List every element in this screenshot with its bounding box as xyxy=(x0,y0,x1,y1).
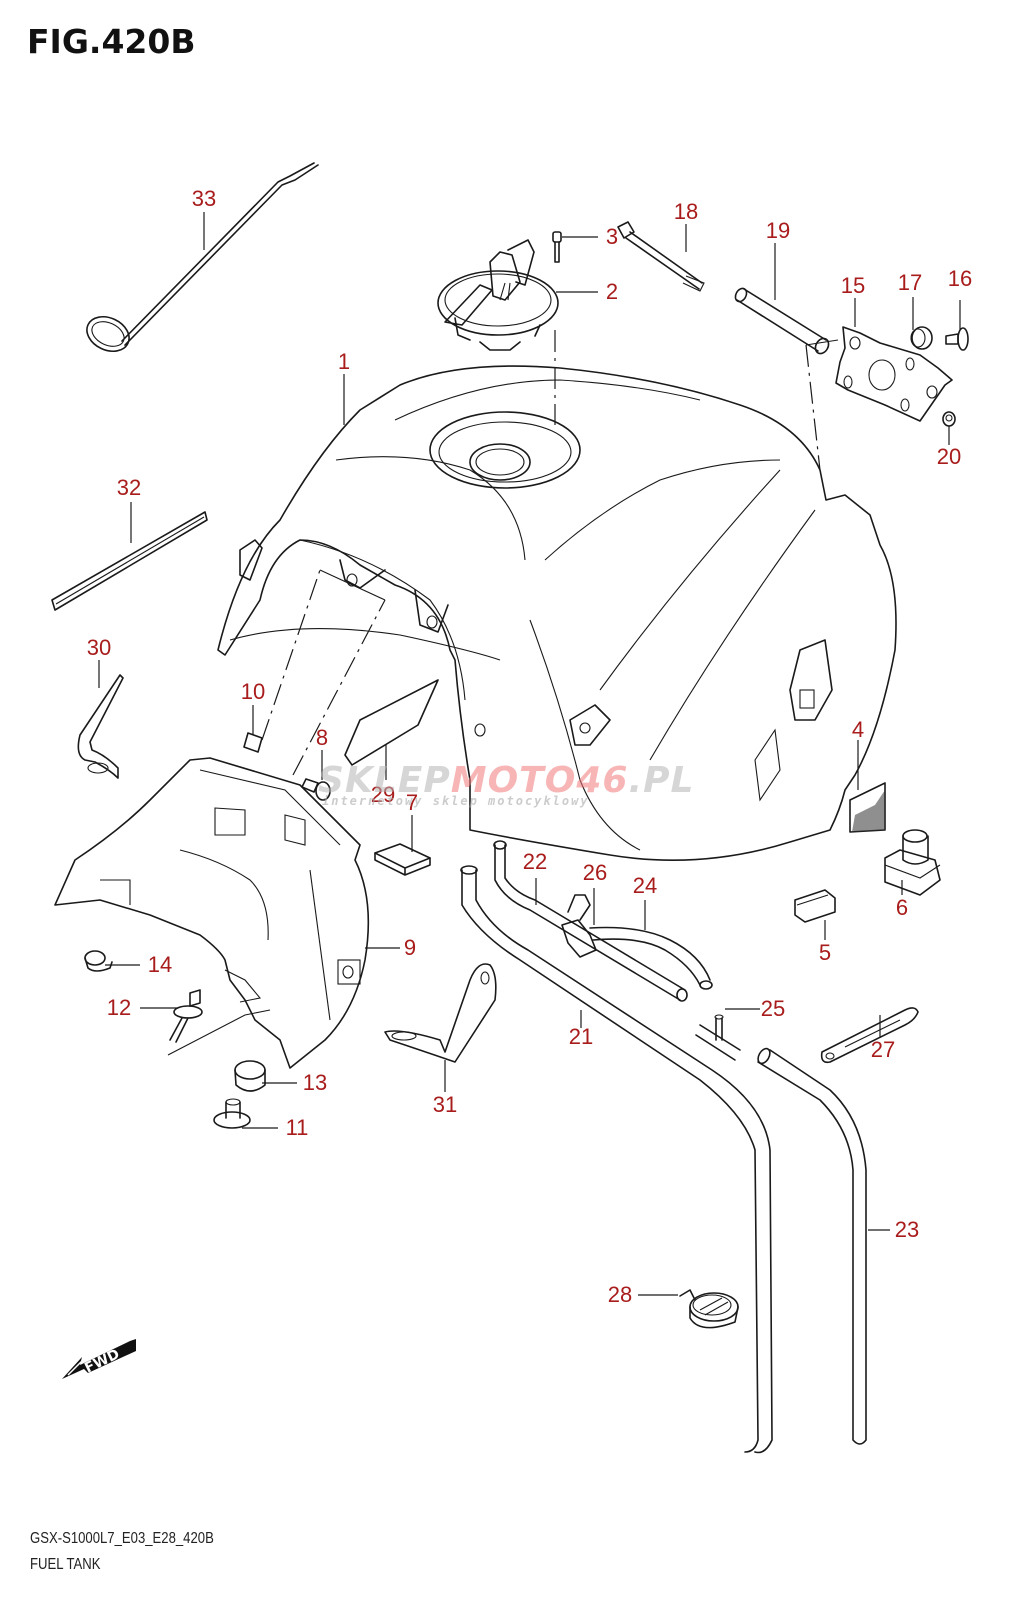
callout-8[interactable]: 8 xyxy=(315,725,329,750)
callout-7[interactable]: 7 xyxy=(405,790,419,815)
callout-25[interactable]: 25 xyxy=(760,996,786,1021)
part-bolt-washer[interactable] xyxy=(169,989,203,1043)
part-nut-rear[interactable] xyxy=(942,411,956,427)
callout-3[interactable]: 3 xyxy=(605,224,619,249)
assembly-line xyxy=(805,339,839,346)
callout-11[interactable]: 11 xyxy=(285,1115,309,1140)
figure-title: FIG.420B xyxy=(27,22,196,61)
callout-24[interactable]: 24 xyxy=(632,873,658,898)
part-fuel-tank[interactable] xyxy=(217,365,897,862)
callout-13[interactable]: 13 xyxy=(302,1070,328,1095)
leader-lines xyxy=(98,212,961,1296)
model-code: GSX-S1000L7_E03_E28_420B xyxy=(30,1530,214,1547)
part-cushion-small[interactable] xyxy=(794,889,836,923)
callout-17[interactable]: 17 xyxy=(897,270,923,295)
part-sheet[interactable] xyxy=(344,679,439,766)
part-cushion-rear[interactable] xyxy=(910,326,933,350)
part-fuel-cap[interactable] xyxy=(437,239,559,351)
callout-6[interactable]: 6 xyxy=(895,895,909,920)
callout-2[interactable]: 2 xyxy=(605,279,619,304)
part-long-bolt[interactable] xyxy=(617,221,705,292)
forward-arrow-icon: FWD xyxy=(62,1339,136,1379)
assembly-line xyxy=(805,344,821,471)
callout-28[interactable]: 28 xyxy=(607,1282,633,1307)
part-spacer-tube[interactable] xyxy=(733,286,831,355)
part-cap-bolt[interactable] xyxy=(552,231,562,263)
callout-1[interactable]: 1 xyxy=(337,349,351,374)
part-grommet-small[interactable] xyxy=(84,950,113,972)
assembly-line xyxy=(261,569,321,741)
section-name: FUEL TANK xyxy=(30,1556,101,1573)
part-stay[interactable] xyxy=(384,963,497,1063)
callout-15[interactable]: 15 xyxy=(840,273,866,298)
callout-29[interactable]: 29 xyxy=(370,782,396,807)
callout-18[interactable]: 18 xyxy=(673,199,699,224)
callout-27[interactable]: 27 xyxy=(870,1037,896,1062)
part-trim-strip[interactable] xyxy=(51,511,208,611)
callout-4[interactable]: 4 xyxy=(851,717,865,742)
callout-14[interactable]: 14 xyxy=(147,952,173,977)
part-long-hose[interactable] xyxy=(756,1047,867,1445)
fwd-label: FWD xyxy=(82,1346,122,1376)
part-collar[interactable] xyxy=(213,1098,251,1129)
callout-20[interactable]: 20 xyxy=(936,444,962,469)
callout-22[interactable]: 22 xyxy=(522,849,548,874)
callout-5[interactable]: 5 xyxy=(818,940,832,965)
part-strap[interactable] xyxy=(820,1007,919,1064)
callout-30[interactable]: 30 xyxy=(86,635,112,660)
callout-32[interactable]: 32 xyxy=(116,475,142,500)
part-hose-holder[interactable] xyxy=(561,894,597,958)
part-grommet[interactable] xyxy=(234,1060,266,1092)
callout-16[interactable]: 16 xyxy=(947,266,973,291)
part-bracket[interactable] xyxy=(77,674,124,779)
part-t-joint[interactable] xyxy=(695,1014,741,1061)
callout-26[interactable]: 26 xyxy=(582,860,608,885)
part-prop-rod[interactable] xyxy=(81,162,319,358)
part-rear-bracket[interactable] xyxy=(835,326,953,422)
callout-9[interactable]: 9 xyxy=(403,935,417,960)
part-cushion-block[interactable] xyxy=(374,843,431,876)
part-bolt[interactable] xyxy=(301,778,331,801)
callout-19[interactable]: 19 xyxy=(765,218,791,243)
assembly-line xyxy=(167,1009,271,1056)
part-cushion-cap[interactable] xyxy=(884,829,941,896)
part-bolt-rear[interactable] xyxy=(945,327,969,351)
callout-23[interactable]: 23 xyxy=(894,1217,920,1242)
part-drain-hose[interactable] xyxy=(460,865,773,1454)
part-breather-hose[interactable] xyxy=(493,840,688,1002)
callout-12[interactable]: 12 xyxy=(106,995,132,1020)
part-hose-clamp[interactable] xyxy=(679,1289,739,1329)
callout-31[interactable]: 31 xyxy=(432,1092,458,1117)
callout-10[interactable]: 10 xyxy=(240,679,266,704)
part-cushion-pad[interactable] xyxy=(849,782,886,833)
assembly-line xyxy=(319,569,386,601)
assembly-line xyxy=(292,599,386,776)
part-tank-cover-bracket[interactable] xyxy=(54,757,370,1069)
part-nut-clip[interactable] xyxy=(243,732,263,753)
callout-21[interactable]: 21 xyxy=(568,1024,594,1049)
callout-33[interactable]: 33 xyxy=(191,186,217,211)
part-hose-small[interactable] xyxy=(589,926,713,990)
